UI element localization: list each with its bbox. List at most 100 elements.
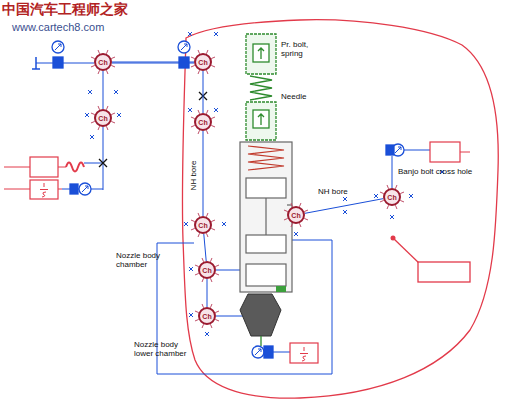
signal-box [30,157,58,177]
subsystem-outline [418,262,470,282]
injector-body [246,264,286,286]
port-cross [214,108,218,112]
chamber-spoke [206,70,208,74]
injector-body [246,178,286,198]
pressure-bolt [253,44,269,62]
hydraulic-connector [204,234,206,261]
needle-block [258,114,264,125]
port-cross [390,215,394,219]
chamber-spoke [111,121,115,123]
chamber-spoke [206,233,208,237]
chamber-node: Ch [198,307,216,325]
injector-body [265,198,266,235]
chamber-spoke [106,70,108,74]
chamber-spoke [299,223,301,227]
chamber-spoke [198,70,200,74]
port-cross [117,113,121,117]
port-cross [188,32,192,36]
needle-block [246,102,276,140]
pump-arrow [82,186,88,192]
sine-source [66,163,84,172]
seat-element [276,286,286,292]
integrator-glyph [304,347,305,351]
chamber-spoke [206,130,208,134]
chamber-spoke [304,210,308,212]
chamber-spoke [111,113,115,115]
hydraulic-connector [112,62,194,63]
hydraulic-line [36,63,430,374]
sink-symbol [32,57,40,69]
edge-label: NH bore [318,187,348,196]
chamber-spoke [198,130,200,134]
hydraulic-connector [305,199,383,214]
chamber-node: Ch [94,53,112,71]
hydraulic-connector [203,131,204,216]
part-name: Pr. bolt, spring [281,40,321,58]
chamber-spoke [98,70,100,74]
watermark-url: www.cartech8.com [12,21,152,33]
hydraulic-connector [207,279,208,307]
integrator-glyph [300,353,308,354]
port-cross [85,32,444,336]
chamber-spoke [106,126,108,130]
chamber-spoke [211,57,215,59]
outline-port [391,236,396,241]
hydraulic-line [216,316,243,317]
chamber-spoke [395,205,397,209]
chamber-spoke [111,65,115,67]
port-cross [114,90,118,94]
chamber-spoke [211,220,215,222]
chamber-spoke [304,218,308,220]
node-label: Ch [202,313,211,320]
port-cross [374,194,378,198]
node-label: Ch [98,115,107,122]
signal-line [460,152,470,153]
injector-body [240,142,292,292]
signal-line [4,167,30,168]
port-cross [343,210,347,214]
chamber-spoke [211,65,215,67]
signal-line [58,189,62,190]
pump-arrow [55,44,61,50]
subsystem-outline [182,20,498,398]
integrator-glyph [302,356,306,361]
chamber-node: Ch [94,109,112,127]
chamber-spoke [111,57,115,59]
needle-block [246,102,276,140]
chamber-spoke [211,228,215,230]
chamber-spoke [387,205,389,209]
chamber-spoke [210,278,212,282]
port-cross [184,222,188,226]
chamber-node: Ch [383,188,401,206]
chamber-node: Ch [287,206,305,224]
signal-line [4,189,30,190]
hydraulic-line [404,150,430,151]
signal-box [290,343,318,363]
pump-symbol [53,57,63,68]
hydraulic-line [103,127,104,190]
chamber-spoke [400,192,404,194]
sink-symbol [35,57,37,69]
restriction-symbol [99,92,207,167]
signal-box [430,142,460,162]
sink-symbol [32,68,40,70]
pump-arrow [255,349,261,355]
part-name: Needle [281,92,331,101]
part-name: Banjo bolt cross hole [398,167,498,176]
integrator-glyph [42,192,46,197]
chamber-spoke [98,126,100,130]
port-cross [90,135,94,139]
chamber-node: Ch [194,113,212,131]
port-cross [188,108,192,112]
chamber-spoke [202,324,204,328]
hydraulic-connector [203,71,204,113]
port-cross [294,232,298,236]
signal-box [30,142,460,363]
injector-body [248,146,284,170]
pump-symbol [264,346,273,358]
chamber-spoke [215,319,219,321]
hydraulic-line [84,163,103,164]
port-cross [205,332,209,336]
